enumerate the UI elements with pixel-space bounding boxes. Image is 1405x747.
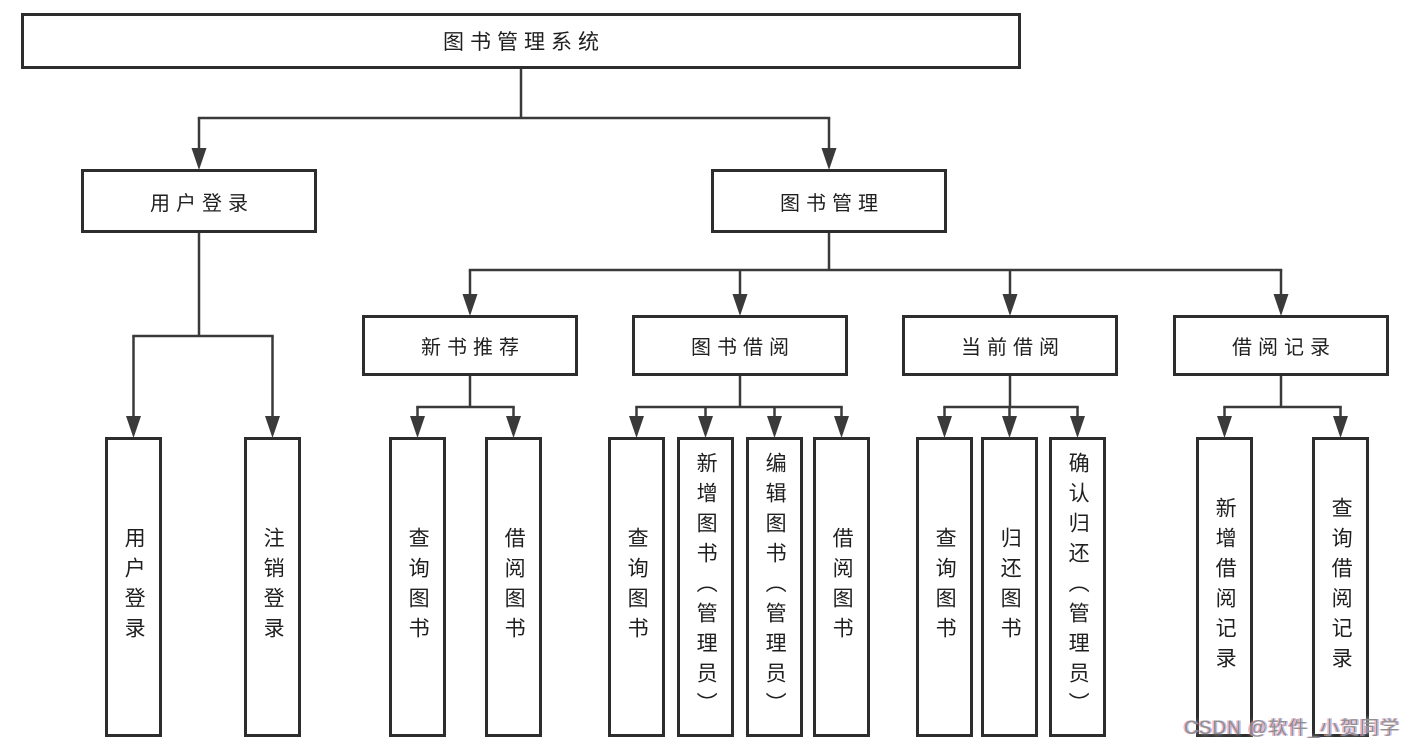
- node-label: 新书推荐: [421, 337, 525, 359]
- node-label: 当前借阅: [961, 337, 1065, 359]
- node-book-borrowing: 图书借阅: [632, 315, 848, 376]
- node-label: 图书借阅: [691, 337, 795, 359]
- leaf-label: 查询图书: [933, 527, 957, 647]
- leaf-logout: 注销登录: [244, 437, 301, 737]
- leaf-query-books-current: 查询图书: [916, 437, 973, 737]
- leaf-label: 归还图书: [998, 527, 1022, 647]
- leaf-label: 编辑图书（管理员）: [763, 452, 787, 722]
- leaf-label: 借阅图书: [502, 527, 526, 647]
- node-borrowing-records: 借阅记录: [1173, 315, 1389, 376]
- leaf-query-borrow-record: 查询借阅记录: [1312, 437, 1369, 737]
- leaf-label: 新增借阅记录: [1213, 497, 1237, 677]
- leaf-label: 查询图书: [406, 527, 430, 647]
- node-user-login: 用户登录: [81, 169, 317, 233]
- node-new-book-recommend: 新书推荐: [362, 315, 578, 376]
- leaf-add-borrow-record: 新增借阅记录: [1196, 437, 1253, 737]
- leaf-add-book-admin: 新增图书（管理员）: [677, 437, 734, 737]
- leaf-label: 确认归还（管理员）: [1066, 452, 1090, 722]
- leaf-label: 注销登录: [261, 527, 285, 647]
- csdn-watermark: CSDN @软件_小贺同学: [1184, 718, 1400, 739]
- leaf-edit-book-admin: 编辑图书（管理员）: [746, 437, 803, 737]
- leaf-borrow-books-recommend: 借阅图书: [485, 437, 542, 737]
- leaf-borrow-book: 借阅图书: [813, 437, 870, 737]
- leaf-query-books-recommend: 查询图书: [389, 437, 446, 737]
- node-library-management-system: 图书管理系统: [21, 13, 1021, 69]
- leaf-label: 查询图书: [625, 527, 649, 647]
- leaf-return-book: 归还图书: [981, 437, 1038, 737]
- node-label: 图书管理系统: [443, 31, 605, 54]
- leaf-label: 用户登录: [122, 527, 146, 647]
- leaf-label: 查询借阅记录: [1329, 497, 1353, 677]
- leaf-confirm-return-admin: 确认归还（管理员）: [1049, 437, 1106, 737]
- leaf-label: 新增图书（管理员）: [694, 452, 718, 722]
- node-current-borrowing: 当前借阅: [902, 315, 1118, 376]
- node-book-management: 图书管理: [711, 169, 947, 233]
- leaf-query-books-borrow: 查询图书: [608, 437, 665, 737]
- node-label: 借阅记录: [1232, 337, 1336, 359]
- node-label: 用户登录: [150, 192, 254, 215]
- leaf-user-login: 用户登录: [105, 437, 162, 737]
- leaf-label: 借阅图书: [830, 527, 854, 647]
- node-label: 图书管理: [780, 192, 884, 215]
